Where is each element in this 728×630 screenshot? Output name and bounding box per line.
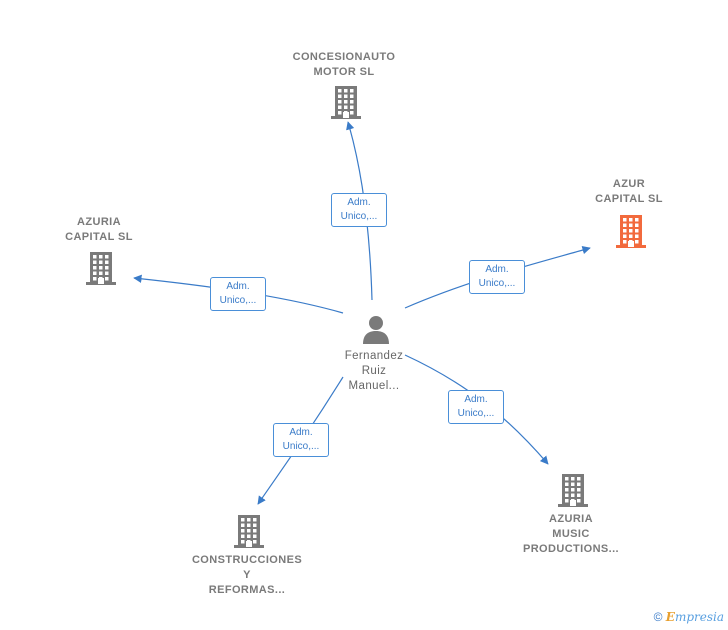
building-icon-azuria-capital[interactable]: [84, 250, 118, 286]
company-label-concesionauto[interactable]: CONCESIONAUTO MOTOR SL: [292, 51, 396, 78]
edge-label-line1: Adm.: [485, 264, 509, 275]
edge-label-line1: Adm.: [226, 281, 250, 292]
company-label-azuria-music[interactable]: AZURIA MUSIC PRODUCTIONS...: [522, 513, 620, 555]
edge-label-line2: Unico,...: [282, 441, 320, 452]
edge-label-line2: Unico,...: [219, 295, 257, 306]
edge-label-line1: Adm.: [289, 427, 313, 438]
person-icon[interactable]: [361, 314, 391, 344]
edge-label-line2: Unico,...: [340, 211, 378, 222]
edge-label-azur[interactable]: Adm. Unico,...: [469, 260, 525, 294]
edge-label-concesionauto[interactable]: Adm. Unico,...: [331, 193, 387, 227]
edge-label-line1: Adm.: [464, 394, 488, 405]
building-icon-azuria-music[interactable]: [556, 472, 590, 508]
brand-logo: Empresia: [665, 610, 724, 624]
edge-label-line1: Adm.: [347, 197, 371, 208]
person-name[interactable]: Fernandez Ruiz Manuel...: [344, 350, 404, 392]
edge-label-line2: Unico,...: [457, 408, 495, 419]
building-icon-construcciones[interactable]: [232, 513, 266, 549]
company-label-construcciones[interactable]: CONSTRUCCIONES Y REFORMAS...: [191, 554, 303, 596]
edge-label-construcciones[interactable]: Adm. Unico,...: [273, 423, 329, 457]
company-label-azuria-capital[interactable]: AZURIA CAPITAL SL: [65, 216, 133, 243]
edge-label-azuria-music[interactable]: Adm. Unico,...: [448, 390, 504, 424]
edge-label-azuria-capital[interactable]: Adm. Unico,...: [210, 277, 266, 311]
building-icon-concesionauto[interactable]: [329, 84, 363, 120]
company-label-azur[interactable]: AZUR CAPITAL SL: [595, 178, 663, 205]
building-icon-azur[interactable]: [614, 213, 648, 249]
copyright-symbol: ©: [653, 610, 663, 624]
edge-label-line2: Unico,...: [478, 278, 516, 289]
copyright: © Empresia: [654, 610, 724, 624]
